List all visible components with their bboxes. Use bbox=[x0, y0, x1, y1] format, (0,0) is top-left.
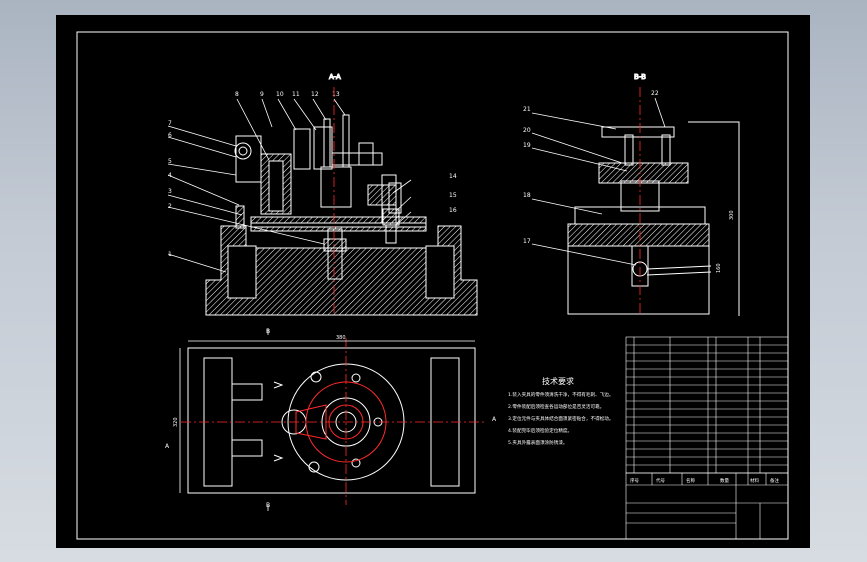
svg-text:5.夹具外露表面须涂防锈漆。: 5.夹具外露表面须涂防锈漆。 bbox=[508, 439, 568, 446]
svg-text:16: 16 bbox=[449, 207, 457, 214]
parts-list-table bbox=[625, 336, 789, 474]
svg-text:17: 17 bbox=[523, 238, 531, 245]
title-block bbox=[625, 472, 789, 540]
svg-text:A: A bbox=[165, 443, 170, 450]
svg-text:8: 8 bbox=[235, 91, 239, 98]
svg-text:5: 5 bbox=[168, 158, 172, 165]
svg-text:22: 22 bbox=[651, 90, 659, 97]
svg-text:B: B bbox=[266, 328, 270, 335]
svg-text:300: 300 bbox=[729, 210, 735, 220]
svg-text:4.装配完毕后须检验定位精度。: 4.装配完毕后须检验定位精度。 bbox=[508, 427, 572, 434]
svg-text:3: 3 bbox=[168, 188, 172, 195]
section-a-title: A-A bbox=[329, 73, 341, 81]
drawing-sheet[interactable]: A-A bbox=[56, 15, 810, 548]
front-balloon-labels: 7 6 5 4 3 2 1 8 9 10 11 12 13 14 15 16 bbox=[168, 91, 457, 258]
svg-text:4: 4 bbox=[168, 172, 172, 179]
side-section-view: B-B bbox=[567, 73, 740, 316]
svg-text:9: 9 bbox=[260, 91, 264, 98]
svg-text:21: 21 bbox=[523, 106, 531, 113]
svg-text:1.装入夹具的零件须清洗干净，不得有毛刺、飞边。: 1.装入夹具的零件须清洗干净，不得有毛刺、飞边。 bbox=[508, 391, 613, 398]
svg-text:19: 19 bbox=[523, 142, 531, 149]
svg-text:材料: 材料 bbox=[750, 477, 759, 484]
svg-text:1: 1 bbox=[168, 251, 172, 258]
svg-text:6: 6 bbox=[168, 132, 172, 139]
svg-text:160: 160 bbox=[716, 263, 722, 273]
technical-requirements: 技术要求 1.装入夹具的零件须清洗干净，不得有毛刺、飞边。 2.零件装配后须检查… bbox=[508, 376, 613, 446]
svg-text:11: 11 bbox=[292, 91, 300, 98]
svg-text:2.零件装配后须检查各运动部位是否灵活可靠。: 2.零件装配后须检查各运动部位是否灵活可靠。 bbox=[508, 403, 604, 410]
centerlines bbox=[181, 87, 641, 505]
svg-text:15: 15 bbox=[449, 192, 457, 199]
fixture-assembly-drawing: A-A bbox=[76, 31, 789, 540]
svg-text:13: 13 bbox=[332, 91, 340, 98]
side-leaders bbox=[531, 97, 666, 266]
svg-text:12: 12 bbox=[311, 91, 319, 98]
svg-text:18: 18 bbox=[523, 192, 531, 199]
section-b-title: B-B bbox=[634, 73, 646, 81]
svg-text:14: 14 bbox=[449, 173, 457, 180]
front-section-view: A-A bbox=[205, 73, 478, 316]
svg-text:序号: 序号 bbox=[630, 477, 639, 484]
svg-text:B: B bbox=[266, 502, 270, 509]
svg-text:A: A bbox=[492, 416, 497, 423]
drawing-border bbox=[76, 31, 789, 540]
svg-text:20: 20 bbox=[523, 127, 531, 134]
svg-text:名称: 名称 bbox=[686, 477, 695, 484]
front-leaders bbox=[167, 98, 412, 273]
tech-title: 技术要求 bbox=[542, 376, 574, 386]
svg-text:3.定位元件与夹具体结合面须紧密贴合，不得松动。: 3.定位元件与夹具体结合面须紧密贴合，不得松动。 bbox=[508, 415, 613, 422]
side-balloon-labels: 21 20 19 18 17 22 300 160 bbox=[523, 90, 735, 273]
svg-text:2: 2 bbox=[168, 203, 172, 210]
svg-text:备注: 备注 bbox=[770, 477, 779, 484]
svg-text:数量: 数量 bbox=[720, 477, 729, 484]
plan-labels: 380 320 B B A A bbox=[165, 328, 497, 509]
plan-dimensions bbox=[179, 329, 475, 511]
svg-text:7: 7 bbox=[168, 120, 172, 127]
svg-text:10: 10 bbox=[276, 91, 284, 98]
title-block-headers: 序号 代号 名称 数量 材料 备注 bbox=[630, 477, 779, 484]
plan-view bbox=[187, 347, 476, 494]
svg-text:320: 320 bbox=[173, 417, 179, 427]
svg-text:380: 380 bbox=[336, 335, 346, 341]
svg-text:代号: 代号 bbox=[656, 477, 665, 484]
